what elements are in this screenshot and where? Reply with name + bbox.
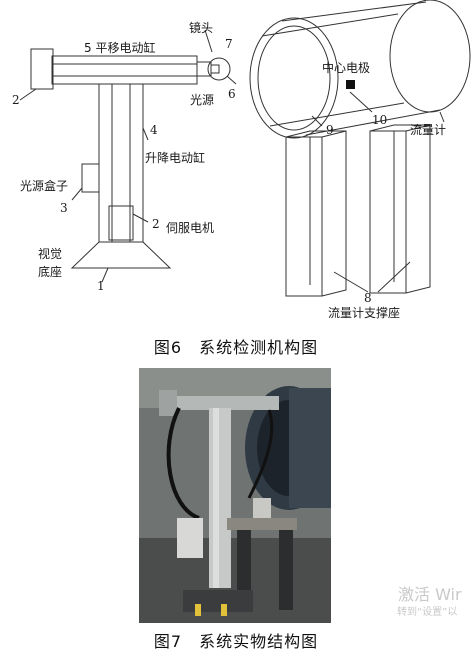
label-light-box: 光源盒子 [20,178,68,193]
system-photo [139,368,331,623]
support-left [285,130,347,297]
flowmeter-right-end [389,0,471,113]
label-servo-motor: 伺服电机 [166,221,214,235]
label-lift-cylinder: 升降电动缸 [145,150,205,165]
label-9: 9 [326,123,334,137]
light-box [81,163,100,193]
support-right [369,124,431,294]
label-3: 3 [60,201,68,215]
center-electrode-marker [346,80,355,89]
label-10: 10 [372,113,387,127]
lift-cylinder [98,83,144,243]
mechanism-diagram: 5 平移电动缸 镜头 7 2 光源 6 4 升降电动缸 光源盒子 3 2 伺服电… [12,0,471,320]
activation-watermark: 激活 Wir [398,585,462,604]
flowmeter-left-end [249,17,339,139]
label-6: 6 [228,87,236,101]
label-1: 1 [97,279,105,293]
label-8: 8 [364,291,372,305]
translate-cylinder [51,55,198,85]
label-visual: 视觉 [38,246,62,261]
figure6-caption: 图6 系统检测机构图 [153,338,319,357]
figure7-caption: 图7 系统实物结构图 [153,632,319,651]
servo-motor [108,205,134,241]
activation-watermark-hint: 转到“设置”以 [397,607,458,618]
visual-base [70,241,172,269]
label-2-left: 2 [12,93,20,107]
label-2-servo: 2 [152,217,160,231]
left-motor-box [30,48,54,90]
label-lens: 镜头 [189,20,213,35]
label-7: 7 [225,37,233,51]
label-translate-cylinder: 5 平移电动缸 [84,40,155,55]
label-4: 4 [150,123,158,137]
label-flowmeter-support: 流量计支撑座 [328,305,400,320]
label-center-electrode: 中心电极 [322,60,370,75]
photo-illustration [139,368,331,623]
light-source-circle [207,57,231,81]
label-light: 光源 [190,93,214,107]
label-base: 底座 [38,264,62,279]
label-flowmeter: 流量计 [410,123,446,137]
